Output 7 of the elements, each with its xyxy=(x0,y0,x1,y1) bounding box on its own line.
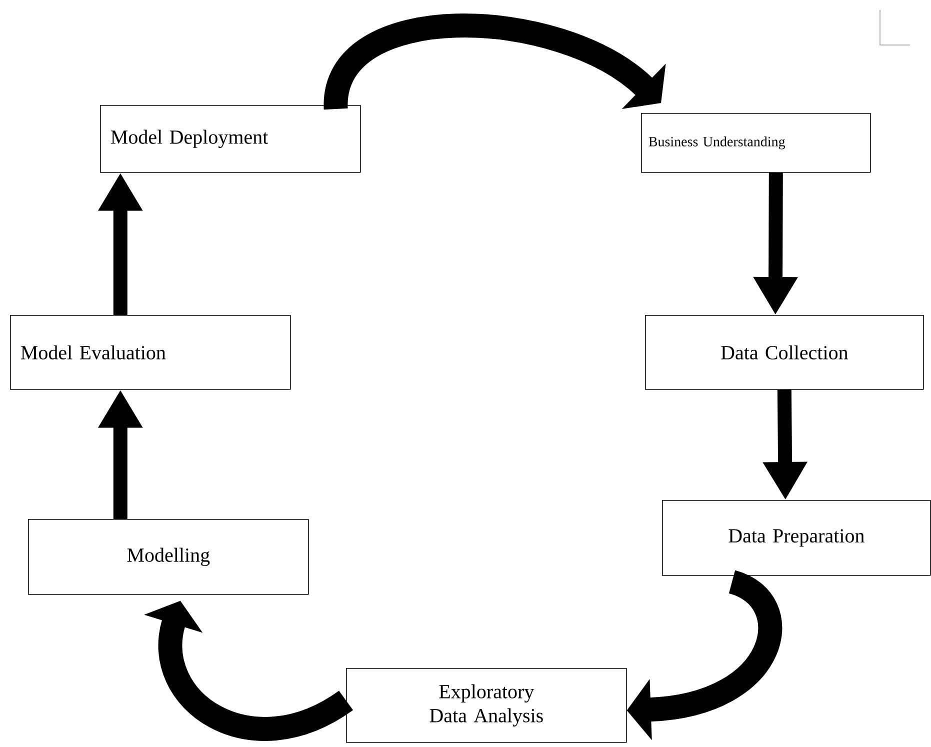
process-box: Data Preparation xyxy=(662,500,931,576)
process-box: Modelling xyxy=(28,519,309,595)
process-box: Model Deployment xyxy=(100,105,361,173)
process-box: Business Understanding xyxy=(641,113,871,173)
process-box: Exploratory Data Analysis xyxy=(346,668,627,743)
process-box: Data Collection xyxy=(645,315,924,390)
process-box: Model Evaluation xyxy=(10,315,291,390)
